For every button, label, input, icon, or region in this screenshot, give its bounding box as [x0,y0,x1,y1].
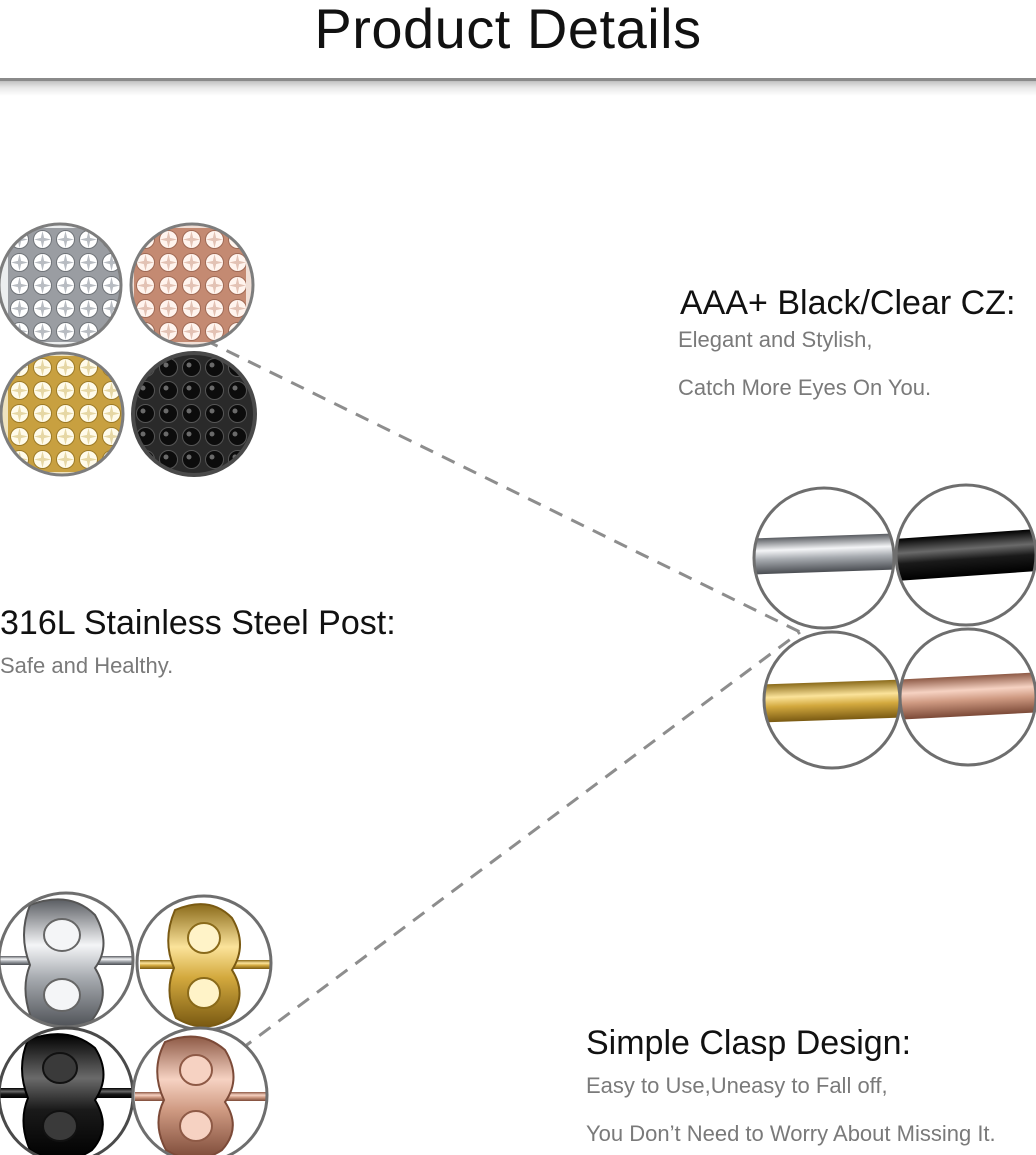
clasp-black [0,1026,135,1155]
clasp-rose-gold [131,1026,269,1155]
post-silver [752,486,896,630]
clasp-feature-line-1: Easy to Use,Uneasy to Fall off, [586,1073,888,1098]
post-feature-title: 316L Stainless Steel Post: [0,604,396,642]
steel-posts-group [752,483,1036,770]
connector-lines [204,338,801,1052]
post-rose-gold [898,627,1036,767]
cz-feature-title: AAA+ Black/Clear CZ: [680,284,1016,322]
cz-stones-group [0,222,257,477]
post-feature-line-1: Safe and Healthy. [0,653,174,678]
cz-feature-line-1: Elegant and Stylish, [678,327,873,352]
clasps-group [0,891,273,1155]
clasp-feature-line-2: You Don’t Need to Worry About Missing It… [586,1121,996,1146]
cz-stone-silver [0,222,123,348]
cz-stone-gold [0,351,125,477]
cz-feature-line-2: Catch More Eyes On You. [678,375,932,400]
cz-stone-black [131,351,257,477]
clasp-feature-title: Simple Clasp Design: [586,1024,912,1062]
page-title: Product Details [314,0,702,60]
post-black [894,483,1036,627]
cz-stone-rose-gold [129,222,255,348]
title-divider [0,78,1036,96]
clasp-gold [135,894,273,1032]
post-gold [762,630,902,770]
clasp-silver [0,891,135,1029]
